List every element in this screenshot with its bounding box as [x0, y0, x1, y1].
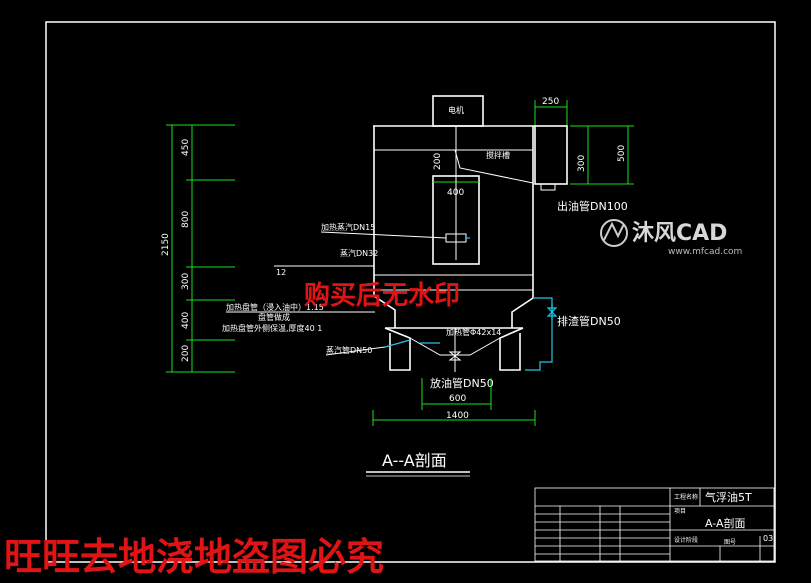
title-block: 工程名称 气浮油5T 项目 A-A剖面 设计阶段 图号 03 — [534, 487, 775, 562]
left-dimension-chain: 450 800 2150 300 400 200 — [161, 124, 235, 373]
tb-cell-2: 项目 — [674, 508, 686, 515]
stir-tank-label: 搅拌槽 — [486, 150, 510, 160]
red-watermark-center: 购买后无水印 — [304, 281, 460, 311]
tb-sheet: 03 — [763, 534, 773, 543]
dim-450: 450 — [181, 139, 191, 156]
outer-frame — [45, 21, 776, 563]
red-watermark-bottom: 旺旺去地浇地盗图必究 — [4, 534, 384, 579]
dim-2150: 2150 — [161, 233, 171, 256]
tb-cell-4: 图号 — [724, 539, 736, 546]
tb-cell-3: 设计阶段 — [674, 536, 698, 544]
left-note-2: 盘管做成 — [258, 312, 290, 322]
piping — [384, 237, 558, 371]
drain-pipe-label: 排渣管DN50 — [557, 314, 621, 328]
tb-drawing-name: A-A剖面 — [705, 516, 746, 530]
logo-url: www.mfcad.com — [668, 247, 742, 257]
dim-200-left: 200 — [181, 345, 191, 362]
dim-200-inner: 200 — [433, 153, 443, 170]
steam-dn15-label: 加热蒸汽DN15 — [321, 222, 375, 232]
section-title: A--A剖面 — [382, 451, 447, 470]
coil-spec-label: 加热管Φ42x14 — [446, 327, 501, 337]
logo-text: 沐风CAD — [632, 221, 727, 246]
dim-500-right: 500 — [617, 145, 627, 162]
tb-cell-1: 工程名称 — [674, 493, 698, 501]
dim-250: 250 — [542, 97, 559, 107]
motor-label: 电机 — [448, 105, 464, 115]
dim-300-left: 300 — [181, 273, 191, 290]
outlet-pipe-label: 出油管DN100 — [557, 199, 628, 213]
left-note-1: 加热盘管（浸入油中）1.15 — [226, 302, 324, 312]
left-note-3: 加热盘管外侧保温,厚度40 1 — [222, 323, 322, 333]
bottom-pipe-label: 放油管DN50 — [430, 376, 494, 390]
dim-800: 800 — [181, 211, 191, 228]
dim-600: 600 — [449, 394, 466, 404]
dim-400-left: 400 — [181, 312, 191, 329]
dim-1400: 1400 — [446, 411, 469, 421]
left-12-label: 12 — [276, 268, 286, 277]
logo-watermark: 沐风CAD www.mfcad.com — [600, 219, 742, 257]
bottom-dimensions: 600 1400 — [372, 378, 536, 426]
tb-project: 气浮油5T — [705, 490, 752, 504]
left-dn32-label: 蒸汽DN32 — [340, 248, 378, 258]
steam-dn50-label: 蒸汽管DN50 — [326, 345, 372, 355]
vessel: 电机 搅拌槽 200 400 — [373, 95, 568, 372]
right-dimensions: 250 300 500 — [534, 97, 634, 185]
dim-300-right: 300 — [577, 155, 587, 172]
